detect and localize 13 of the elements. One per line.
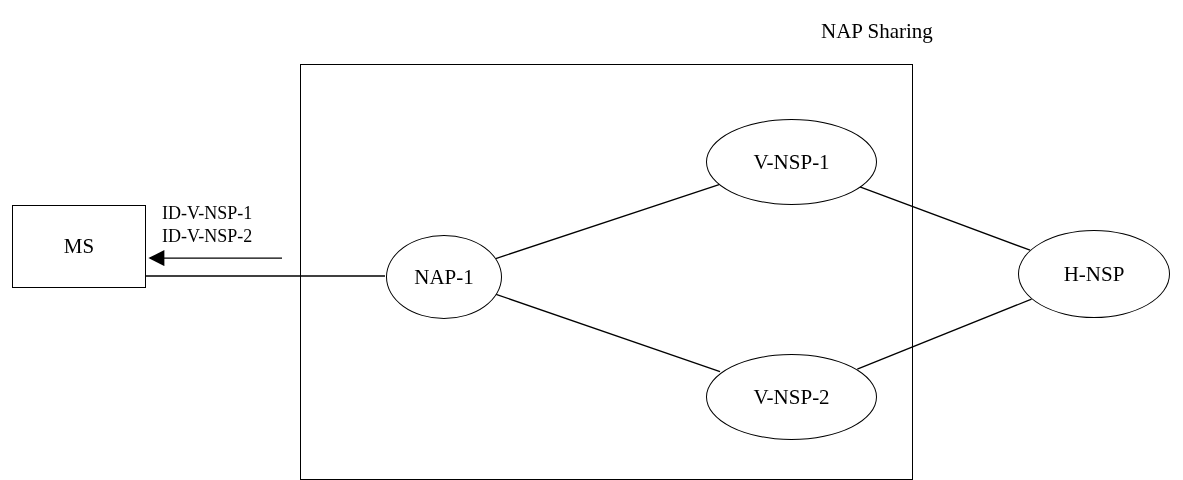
- node-label: NAP-1: [414, 264, 474, 290]
- node-label: MS: [63, 234, 95, 259]
- edge-label: ID-V-NSP-1 ID-V-NSP-2: [162, 202, 254, 249]
- process-box: [12, 205, 146, 288]
- group-title: NAP Sharing: [821, 19, 933, 44]
- connector-line: [858, 185, 1031, 251]
- node-label: V-NSP-2: [753, 384, 830, 410]
- arrow: [148, 250, 283, 267]
- connector-line: [145, 275, 386, 277]
- connector-line: [495, 184, 720, 260]
- node-label: H-NSP: [1063, 261, 1125, 287]
- connector-line: [856, 298, 1033, 370]
- node-label: V-NSP-1: [753, 149, 830, 175]
